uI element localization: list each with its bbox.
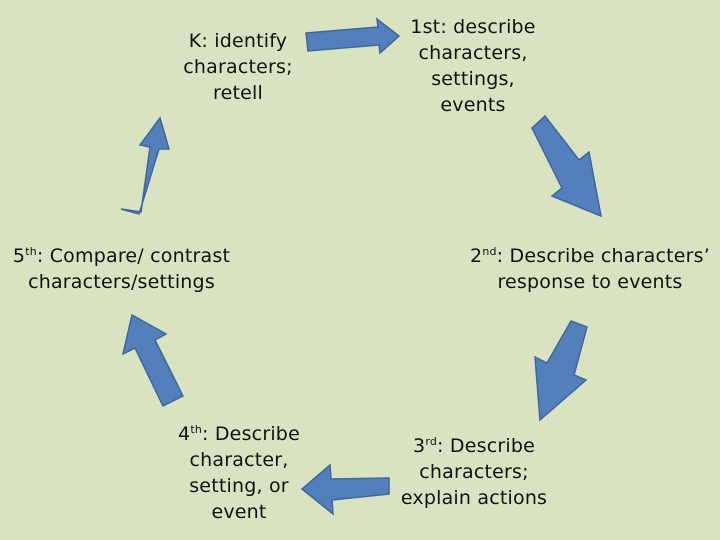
node-kindergarten-line: characters; bbox=[183, 56, 293, 78]
node-fourth-grade-line: setting, or bbox=[189, 475, 289, 497]
ordinal-number: 3 bbox=[413, 435, 426, 457]
node-text: : Describe bbox=[202, 423, 300, 445]
node-text: : Compare/ contrast bbox=[36, 245, 231, 267]
node-fourth-grade-line: character, bbox=[189, 449, 289, 471]
node-third-grade-line: characters; bbox=[419, 461, 529, 483]
node-second-grade: 2nd: Describe characters’ response to ev… bbox=[455, 243, 720, 295]
ordinal-number: 2 bbox=[470, 245, 483, 267]
ordinal-suffix: th bbox=[25, 245, 37, 258]
node-kindergarten-line: retell bbox=[213, 82, 263, 104]
node-text: : Describe bbox=[437, 435, 535, 457]
node-fifth-grade-line: 5th: Compare/ contrast bbox=[0, 243, 243, 269]
arrow-second-to-third bbox=[534, 320, 588, 422]
arrow-fifth-to-k bbox=[120, 116, 170, 215]
arrow-fourth-to-fifth bbox=[121, 313, 185, 408]
node-first-grade-line: settings, bbox=[431, 68, 515, 90]
node-second-grade-line: 2nd: Describe characters’ bbox=[455, 243, 720, 269]
node-fifth-grade: 5th: Compare/ contrast characters/settin… bbox=[0, 243, 243, 295]
ordinal-suffix: nd bbox=[482, 245, 497, 258]
node-kindergarten-line: K: identify bbox=[188, 30, 288, 52]
node-first-grade: 1st: describe characters, settings, even… bbox=[398, 14, 548, 118]
node-fourth-grade: 4th: Describe character, setting, or eve… bbox=[165, 421, 313, 525]
node-third-grade-line: explain actions bbox=[400, 487, 548, 509]
node-fourth-grade-line: event bbox=[211, 501, 267, 523]
ordinal-suffix: th bbox=[190, 423, 203, 436]
node-first-grade-line: 1st: describe bbox=[410, 16, 536, 38]
node-fourth-grade-line: 4th: Describe bbox=[165, 421, 313, 447]
arrow-third-to-fourth bbox=[300, 463, 390, 516]
node-first-grade-line: characters, bbox=[418, 42, 528, 64]
ordinal-number: 5 bbox=[12, 245, 26, 267]
node-first-grade-line: events bbox=[440, 94, 506, 116]
node-fifth-grade-line: characters/settings bbox=[28, 271, 215, 293]
node-kindergarten: K: identify characters; retell bbox=[168, 28, 308, 106]
node-third-grade-line: 3rd: Describe bbox=[395, 433, 553, 459]
arrow-first-to-second bbox=[531, 114, 602, 218]
node-second-grade-line: response to events bbox=[497, 271, 683, 293]
node-text: : Describe characters’ bbox=[496, 245, 710, 267]
ordinal-number: 4 bbox=[178, 423, 191, 445]
node-third-grade: 3rd: Describe characters; explain action… bbox=[395, 433, 553, 511]
arrow-k-to-first bbox=[305, 17, 401, 55]
ordinal-suffix: rd bbox=[425, 435, 438, 448]
